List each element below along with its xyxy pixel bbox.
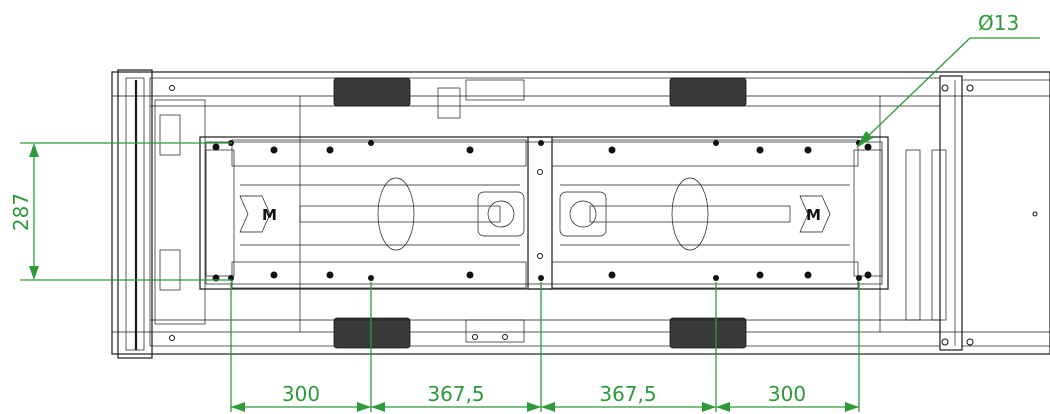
horizontal-dimension-chain: 300 367,5 367,5 300 bbox=[230, 282, 860, 412]
logo-mark-left: M bbox=[262, 206, 277, 224]
vertical-dimension: 287 bbox=[9, 142, 232, 281]
dimension-label-2: 367,5 bbox=[427, 382, 484, 406]
dimension-label-4: 300 bbox=[768, 382, 806, 406]
hole-callout: Ø13 bbox=[856, 11, 1040, 148]
dimension-label-3: 367,5 bbox=[599, 382, 656, 406]
mounting-plate: M M bbox=[199, 136, 889, 290]
hole-diameter-label: Ø13 bbox=[978, 11, 1019, 35]
plate-bolts bbox=[212, 140, 872, 282]
dimension-label-1: 300 bbox=[282, 382, 320, 406]
logo-mark-right: M bbox=[806, 206, 821, 224]
height-dimension-label: 287 bbox=[9, 193, 33, 231]
chassis-outline bbox=[111, 69, 1050, 359]
